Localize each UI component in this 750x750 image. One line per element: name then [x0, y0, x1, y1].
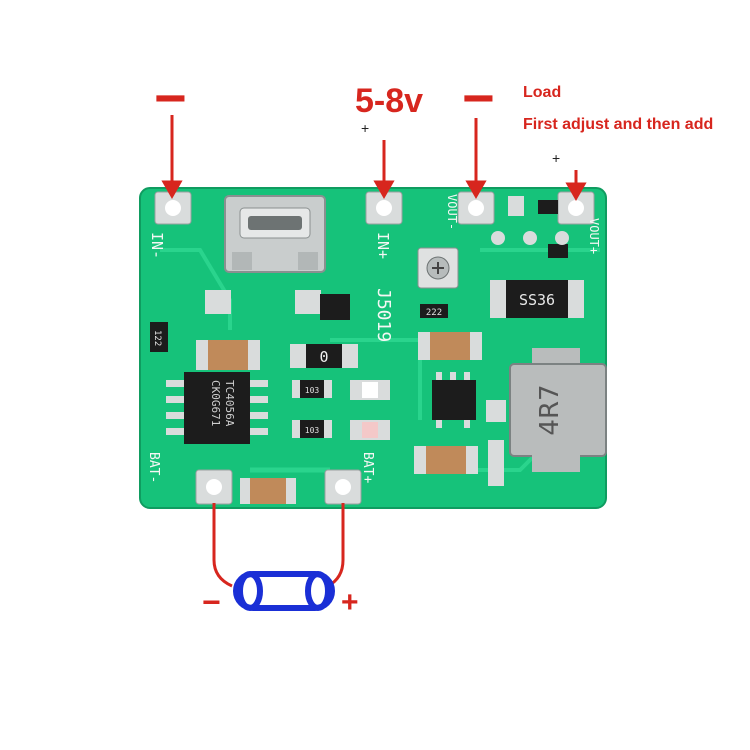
silk-model: J5019	[373, 288, 394, 342]
smd-component	[538, 200, 558, 214]
smd-pad	[508, 196, 524, 216]
silk-vout-plus: VOUT+	[587, 218, 601, 254]
smd-pad	[486, 400, 506, 422]
silk-vout-minus: VOUT-	[445, 194, 459, 230]
resistor-zero-ohm: 0	[290, 344, 358, 368]
smd-pad	[295, 290, 321, 314]
resistor-122: 122	[150, 322, 168, 352]
smd-component	[548, 244, 568, 258]
pad-in-minus	[154, 191, 192, 225]
diode-label: SS36	[519, 291, 555, 309]
capacitor-pad	[240, 478, 250, 504]
capacitor-pad	[196, 340, 208, 370]
led-blue-lens	[362, 382, 378, 398]
annotation-bat-plus: +	[341, 586, 359, 619]
annotation-load-instruction: First adjust and then add	[523, 116, 714, 133]
diode-ss36: SS36	[490, 280, 584, 318]
annotation-in-minus: −	[154, 66, 187, 129]
smd-pad	[488, 440, 504, 486]
annotation-out-minus: −	[462, 66, 495, 129]
pad-bat-plus	[324, 469, 362, 505]
boost-ic	[432, 372, 476, 428]
resistor-222: 222	[420, 304, 448, 318]
capacitor-pad	[470, 332, 482, 360]
via	[523, 231, 537, 245]
resistor-103-a: 103	[292, 380, 332, 398]
ic-label-1: TC4056A	[223, 380, 236, 427]
capacitor-pad	[418, 332, 430, 360]
charger-ic: TC4056A CK0G671	[166, 372, 268, 444]
svg-text:122: 122	[152, 330, 162, 346]
annotation-out-plus: +	[552, 150, 561, 166]
silk-bat-plus: BAT+	[360, 452, 375, 483]
smd-component	[320, 294, 350, 320]
pad-bat-minus	[195, 469, 233, 505]
capacitor-pad	[466, 446, 478, 474]
potentiometer	[417, 247, 459, 289]
annotation-input-voltage: 5-8v	[355, 82, 424, 120]
silk-in-minus: IN-	[148, 232, 166, 259]
micro-usb-port	[224, 195, 326, 273]
pad-vout-minus	[457, 191, 495, 225]
capacitor-pad	[414, 446, 426, 474]
inductor: 4R7	[509, 348, 607, 472]
smd-pad	[205, 290, 231, 314]
capacitor-pad	[248, 340, 260, 370]
svg-text:0: 0	[319, 348, 328, 366]
annotation-load-title: Load	[523, 84, 562, 101]
via	[555, 231, 569, 245]
annotation-bat-minus: −	[202, 584, 221, 620]
capacitor-pad	[286, 478, 296, 504]
led-red-lens	[362, 422, 378, 438]
wiring-arrows	[161, 115, 587, 588]
battery-icon	[233, 571, 335, 611]
silk-bat-minus: BAT-	[146, 452, 161, 483]
via	[491, 231, 505, 245]
ic-label-2: CK0G671	[209, 380, 222, 426]
pad-in-plus	[365, 191, 403, 225]
svg-text:103: 103	[305, 386, 320, 395]
silk-in-plus: IN+	[374, 232, 392, 259]
svg-text:103: 103	[305, 426, 320, 435]
annotation-in-plus: +	[361, 120, 370, 136]
inductor-label: 4R7	[535, 384, 565, 435]
resistor-103-b: 103	[292, 420, 332, 438]
svg-text:222: 222	[426, 308, 442, 318]
